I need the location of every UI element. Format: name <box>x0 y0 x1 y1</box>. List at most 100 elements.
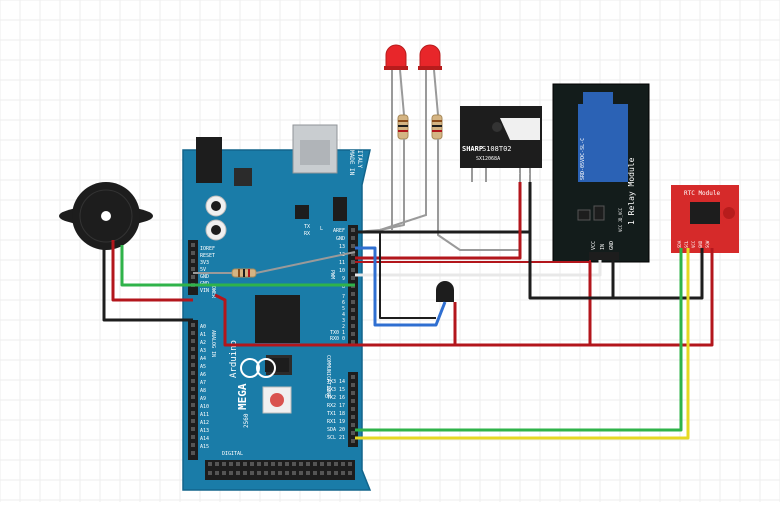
wire-black-buzzer <box>102 245 193 322</box>
relay-pin-vcc: VCC <box>591 241 597 250</box>
pin-label: 3V3 <box>200 260 209 266</box>
rtc-pin-vcc: VCC <box>691 240 696 248</box>
pwm-section-label: PWM <box>329 270 335 279</box>
comm-section-label: COMMUNICATION <box>325 355 331 394</box>
pin-label: IOREF <box>200 246 215 252</box>
rtc-pin-sda: SDA <box>677 240 682 248</box>
led-rx-label: RX <box>304 231 310 237</box>
model-suffix-label: 2560 <box>243 413 250 428</box>
pin-label: A14 <box>200 436 209 442</box>
led-icon <box>384 44 442 70</box>
pin-label: A10 <box>200 404 209 410</box>
pin-label: AREF <box>333 228 345 234</box>
wires <box>102 139 714 440</box>
arduino-mega-board: Arduino MEGA 2560 MADE IN ITALY L TX RX … <box>182 124 372 491</box>
pin-label: 8 <box>342 284 345 290</box>
pin-label: 9 <box>342 276 345 282</box>
pin-label: A7 <box>200 380 206 386</box>
relay-pin-in: IN <box>600 244 606 250</box>
pin-label: A15 <box>200 444 209 450</box>
terminal-block <box>583 92 613 106</box>
country-label: ITALY <box>356 150 363 168</box>
led-l-label: L <box>320 226 323 232</box>
relay-jumper-label: VCC JD_VCC <box>618 207 623 232</box>
relay-module-title: 1 Relay Module <box>627 157 636 225</box>
arduino-logo-icon <box>240 358 260 378</box>
ssr-sub: SX12068A <box>476 156 500 162</box>
pin-label: TX1 18 <box>327 411 345 417</box>
ssr-model: S108T02 <box>482 145 512 153</box>
pin-label: SDA 20 <box>327 427 345 433</box>
on-label: ON <box>325 394 331 400</box>
pin-label: A12 <box>200 420 209 426</box>
pin-label: A4 <box>200 356 206 362</box>
wire-white-signal <box>355 260 602 277</box>
pin-label: A1 <box>200 332 206 338</box>
made-in-label: MADE IN <box>348 150 355 176</box>
pin-label: VIN <box>200 288 209 294</box>
relay-module: SRD-05VDC-SL-C 1 Relay Module VCC JD_VCC… <box>552 83 650 263</box>
pin-label: RX1 19 <box>327 419 345 425</box>
rtc-module: RTC Module SDA SCL VCC GND SQW <box>671 185 739 253</box>
wire-red-ssr <box>355 182 522 260</box>
wire-red-buzzer <box>111 240 193 302</box>
pin-label: TX2 16 <box>327 395 345 401</box>
ssr-pin-tilde: ~ <box>526 171 530 178</box>
power-section-label: POWER <box>210 283 216 299</box>
wire-green-buzzer <box>120 245 355 287</box>
buzzer-icon <box>59 182 153 250</box>
led-tx-label: TX <box>304 224 310 230</box>
rtc-pin-scl: SCL <box>684 240 689 248</box>
pin-label: A6 <box>200 372 206 378</box>
pin-label: 2 <box>342 324 345 330</box>
wire-green-sda <box>355 248 683 432</box>
pin-label: 7 <box>342 294 345 300</box>
rtc-pin-sqw: SQW <box>705 240 710 248</box>
pin-label: RX2 17 <box>327 403 345 409</box>
pin-label: 10 <box>339 268 345 274</box>
pin-label: A13 <box>200 428 209 434</box>
ssr-brand: SHARP <box>462 145 483 153</box>
pin-label: A8 <box>200 388 206 394</box>
relay-part-label: SRD-05VDC-SL-C <box>580 138 586 180</box>
pin-label: GND <box>336 236 345 242</box>
mcu-chip <box>255 295 300 343</box>
rtc-title: RTC Module <box>684 190 721 197</box>
pin-label: RESET <box>200 253 215 259</box>
pin-label: 3 <box>342 318 345 324</box>
transistor-icon <box>436 281 454 302</box>
resistor-icon <box>231 114 443 278</box>
pin-label: A2 <box>200 340 206 346</box>
pin-label: RX3 15 <box>327 387 345 393</box>
pin-label: TX0 1 <box>330 330 345 336</box>
pin-label: TX3 14 <box>327 379 345 385</box>
analog-section-label: ANALOG IN <box>210 330 216 357</box>
pin-label: 4 <box>342 312 345 318</box>
rtc-pin-gnd: GND <box>698 240 703 248</box>
digital-section-label: DIGITAL <box>222 451 243 457</box>
digital-header-bottom <box>205 460 355 480</box>
pin-label: RX0 0 <box>330 336 345 342</box>
pin-label: 5V <box>200 267 206 273</box>
pin-label: GND <box>200 274 209 280</box>
ssr-pin-plus: + <box>516 171 520 178</box>
pin-label: 6 <box>342 300 345 306</box>
power-jack <box>196 137 222 183</box>
wire-blue-sensor <box>355 246 447 327</box>
relay-pin-gnd: GND <box>609 241 615 250</box>
pin-label: 5 <box>342 306 345 312</box>
pin-label: A3 <box>200 348 206 354</box>
pin-label: A9 <box>200 396 206 402</box>
sharp-ssr: SHARP S108T02 SX12068A + ~ <box>460 106 542 182</box>
wire-red-rtc <box>455 248 714 347</box>
pin-label: SCL 21 <box>327 435 345 441</box>
model-label: MEGA <box>236 383 249 410</box>
wire-black-gnd <box>355 182 532 234</box>
wire-yellow-scl <box>355 248 690 440</box>
pin-label: 11 <box>339 260 345 266</box>
relay-icon <box>578 104 628 182</box>
pin-label: 13 <box>339 244 345 250</box>
